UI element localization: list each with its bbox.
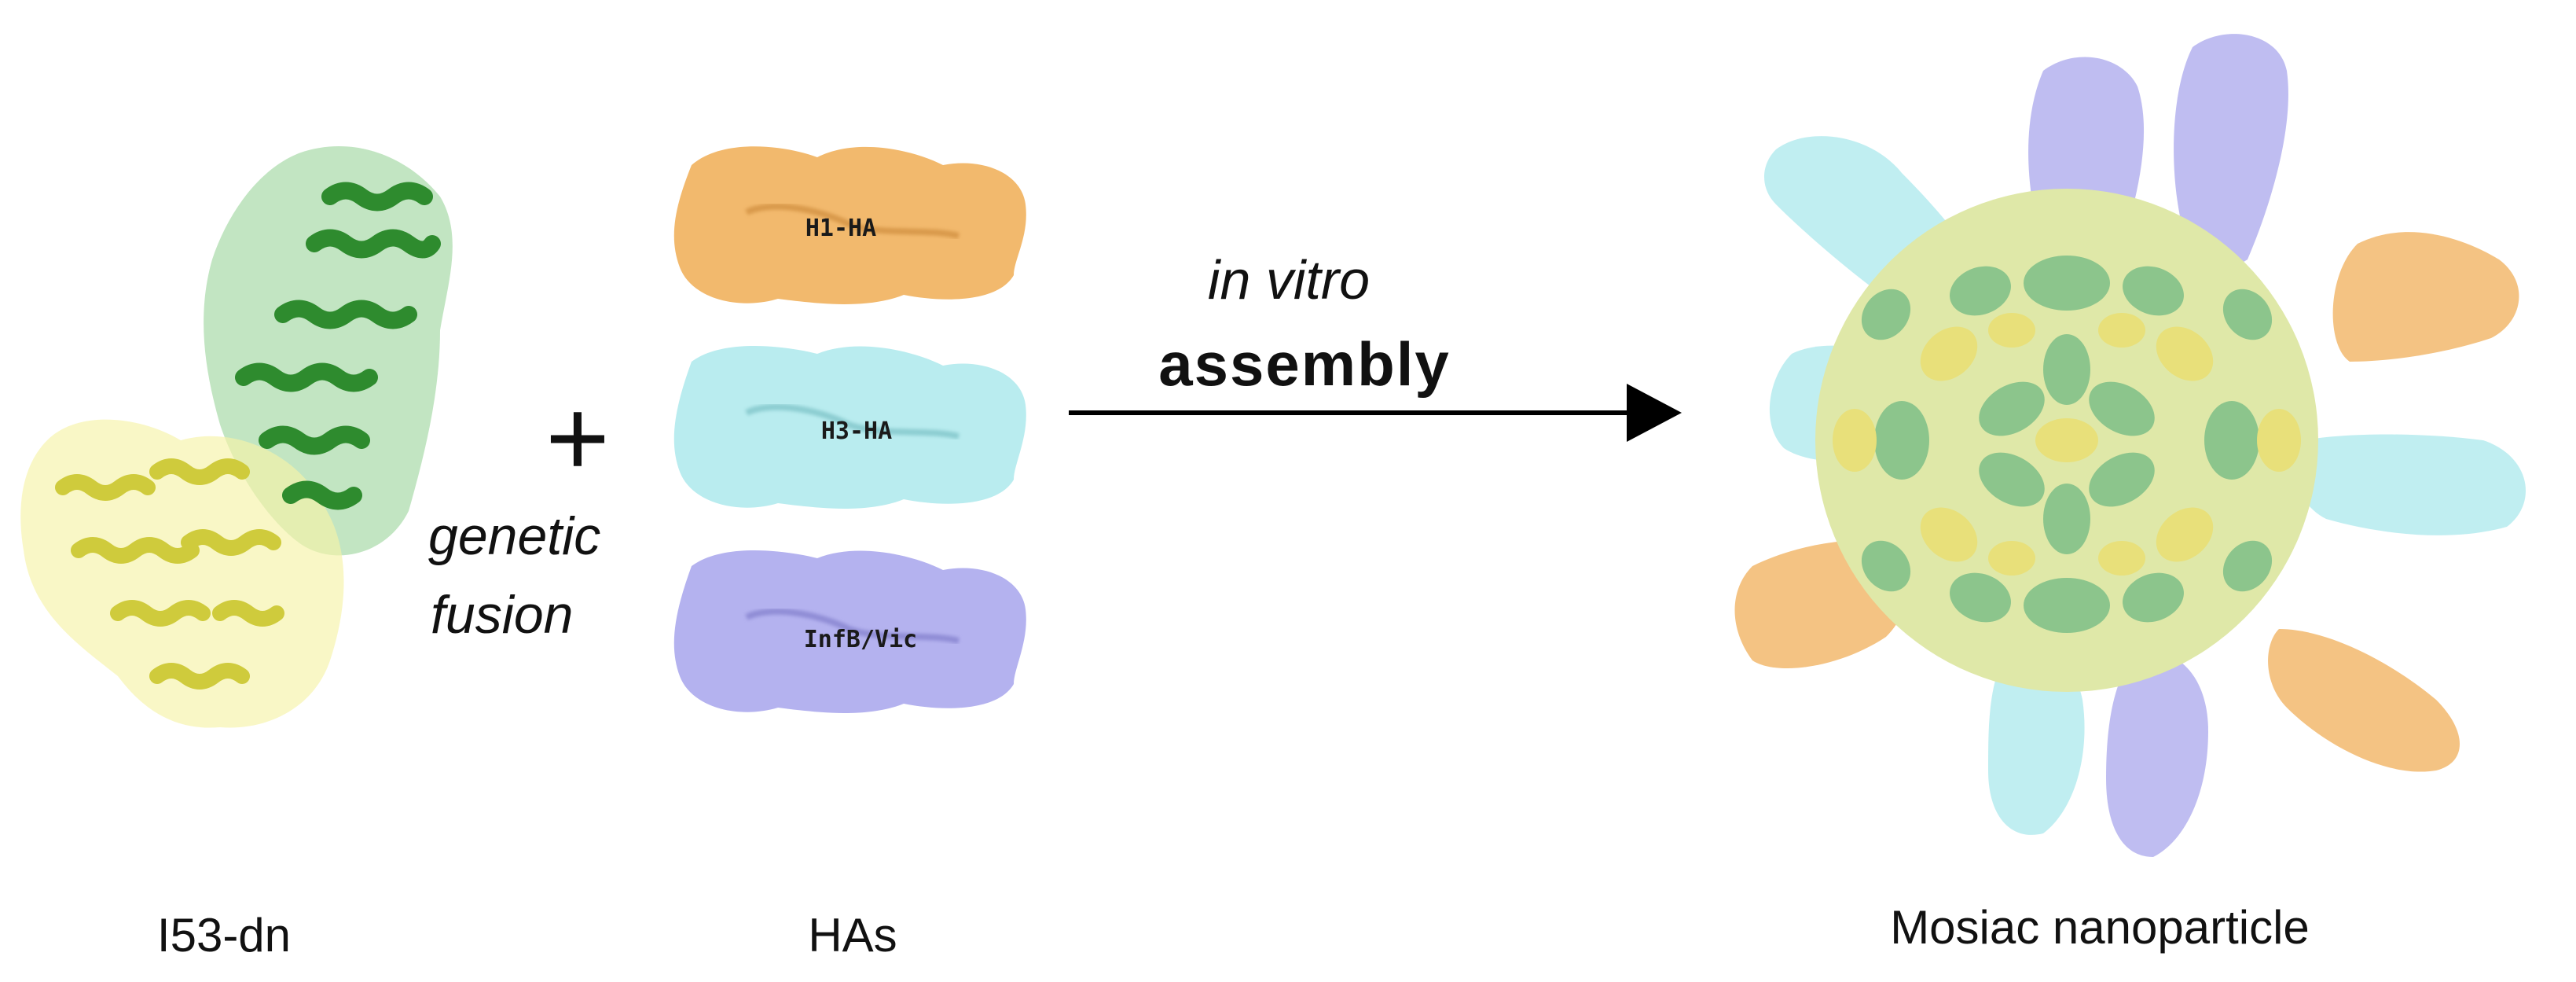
arrow-line2: assembly [1158,329,1451,399]
yellow-helices [55,458,284,690]
ha-h1: H1-HA [673,146,1026,304]
ha-infb: InfB/Vic [673,550,1026,713]
core-subunits [1833,256,2301,633]
nanoparticle [1734,34,2526,857]
ha-infb-label: InfB/Vic [804,626,918,653]
arrow-line1: in vitro [1208,249,1370,311]
arrow-head [1627,384,1682,442]
has-label: HAs [808,909,897,962]
fusion-line2: fusion [431,585,573,645]
fusion-line1: genetic [428,506,600,566]
protein-structure [20,146,453,728]
ha-h1-label: H1-HA [805,215,876,242]
ha-h3: H3-HA [673,346,1026,509]
plus-sign: + [545,376,610,499]
green-helices [235,182,441,510]
protein-label: I53-dn [157,909,291,962]
ha-h3-label: H3-HA [821,417,892,445]
nanoparticle-label: Mosiac nanoparticle [1890,901,2310,954]
